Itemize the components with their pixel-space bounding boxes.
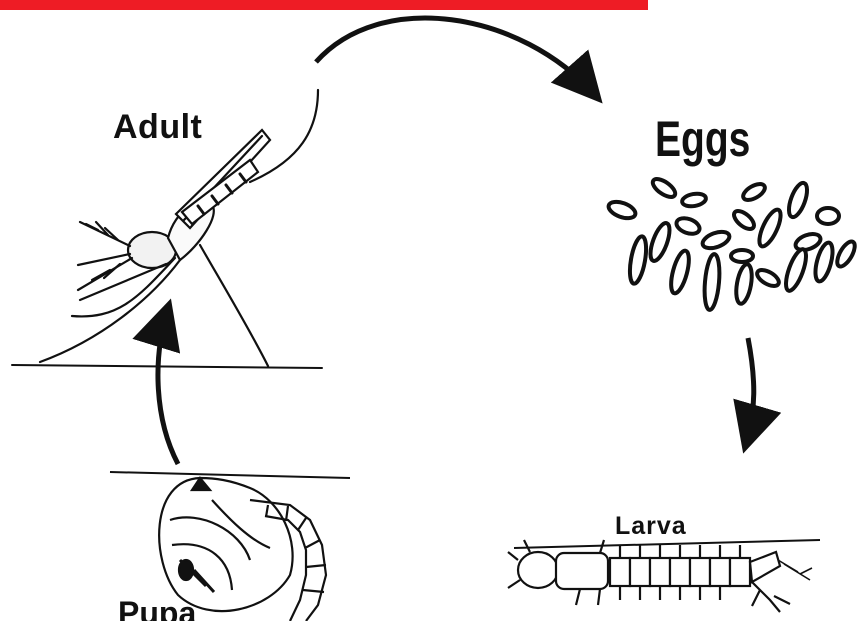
arrow-eggs-to-larva bbox=[746, 338, 754, 444]
arrow-pupa-to-adult bbox=[158, 308, 178, 464]
larva-illustration bbox=[508, 540, 820, 612]
eggs-illustration bbox=[606, 176, 857, 311]
stage-label-pupa: Pupa bbox=[118, 595, 196, 621]
stage-label-adult: Adult bbox=[113, 108, 202, 147]
stage-label-eggs: Eggs bbox=[655, 110, 750, 168]
stage-label-larva: Larva bbox=[615, 512, 687, 541]
arrow-adult-to-eggs bbox=[316, 18, 596, 96]
